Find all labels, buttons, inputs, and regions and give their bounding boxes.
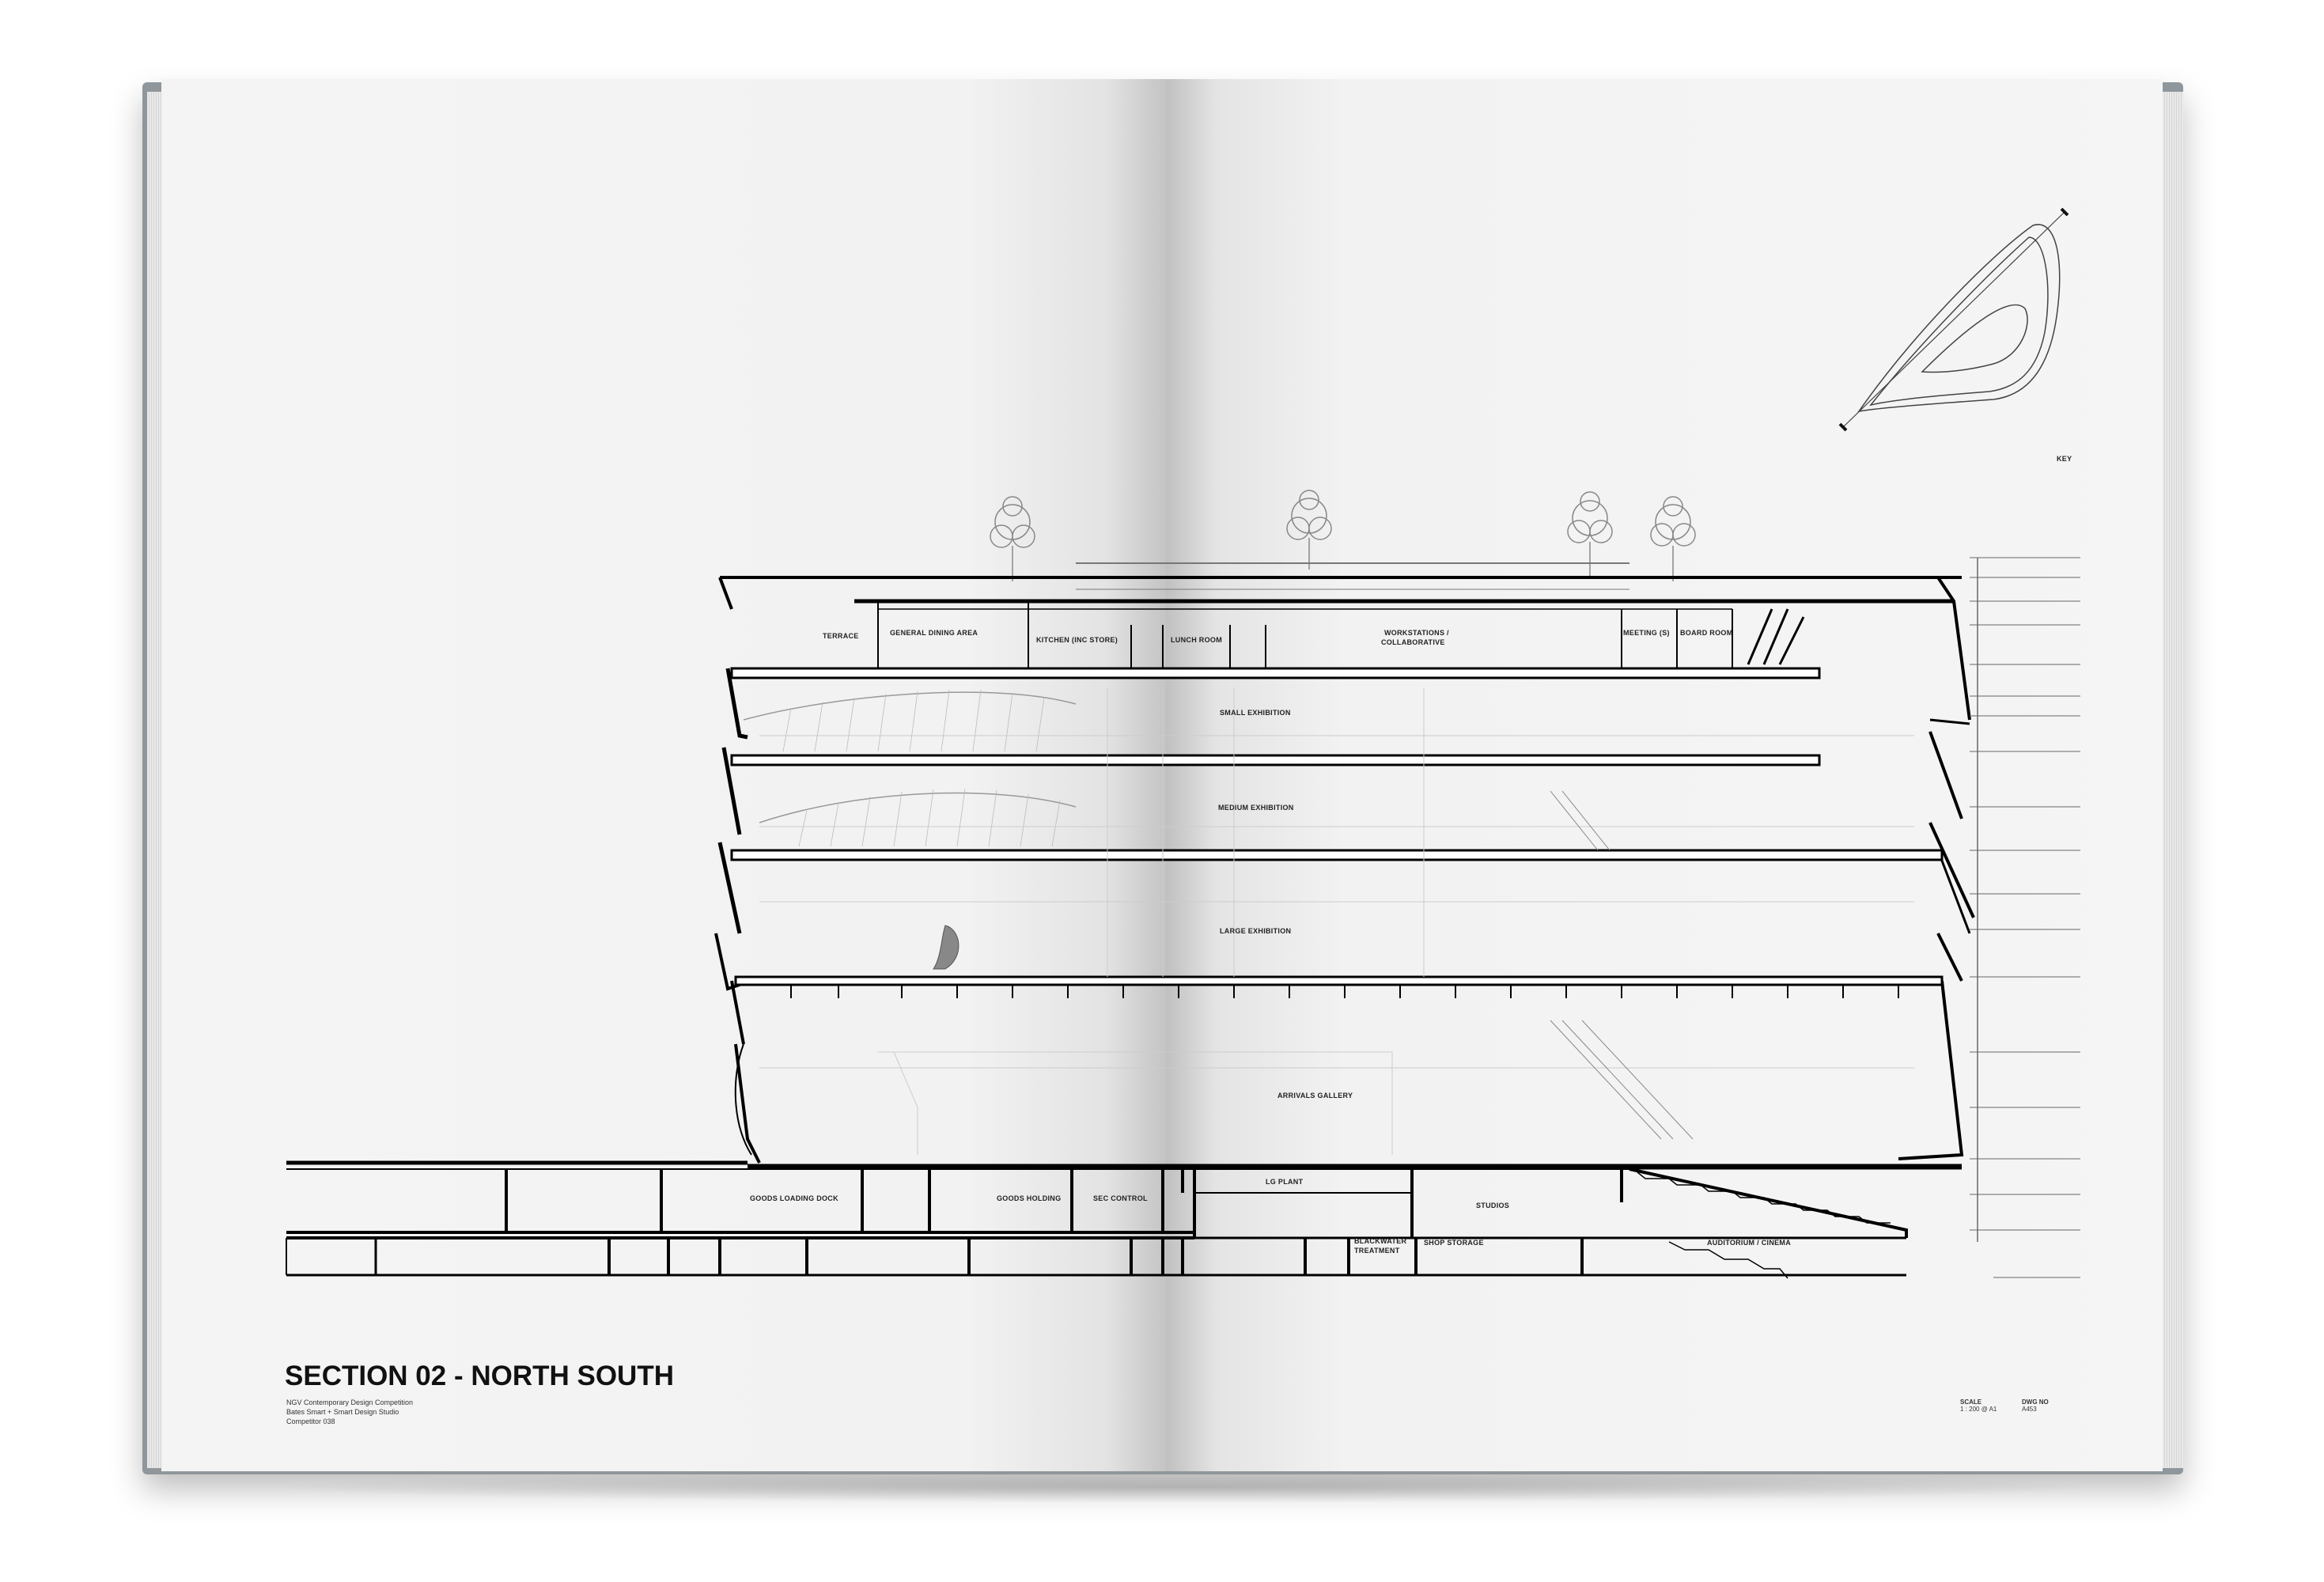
dwg-value: A453 [2022,1406,2037,1413]
book-shadow [261,1471,2104,1503]
tree-icon [1650,496,1696,581]
room-label-workstations: WORKSTATIONS / [1384,629,1449,637]
tree-icon [1286,490,1332,570]
room-label-medium-exhibition: MEDIUM EXHIBITION [1218,804,1294,812]
room-label-large-exhibition: LARGE EXHIBITION [1220,927,1291,935]
room-label-goods-holding: GOODS HOLDING [997,1194,1061,1202]
scale-value: 1 : 200 @ A1 [1960,1406,1997,1413]
title-block-scale: SCALE 1 : 200 @ A1 [1960,1398,1997,1413]
room-label-blackwater: BLACKWATER [1354,1237,1407,1245]
room-label-board-room: BOARD ROOM [1680,629,1733,637]
room-label-kitchen: KITCHEN (INC STORE) [1036,636,1118,644]
room-label-auditorium: AUDITORIUM / CINEMA [1707,1239,1791,1247]
key-plan-diagram [1838,207,2069,432]
room-label-goods-loading-dock: GOODS LOADING DOCK [750,1194,838,1202]
room-label-studios: STUDIOS [1476,1202,1509,1209]
subtitle-line: NGV Contemporary Design Competition [286,1398,414,1406]
drawing-title: SECTION 02 - NORTH SOUTH [285,1361,674,1391]
subtitle-line: Bates Smart + Smart Design Studio [286,1408,399,1416]
room-label-shop-storage: SHOP STORAGE [1424,1239,1484,1247]
room-label-small-exhibition: SMALL EXHIBITION [1220,709,1291,717]
roof-trees [990,490,1696,581]
tree-icon [990,496,1035,581]
room-label-terrace: TERRACE [823,632,859,640]
building-section [286,557,2080,1279]
room-label-treatment: TREATMENT [1354,1247,1400,1255]
subtitle-line: Competitor 038 [286,1417,335,1425]
room-label-lg-plant: LG PLANT [1266,1178,1304,1186]
room-label-lunch-room: LUNCH ROOM [1171,636,1222,644]
title-block-dwg: DWG NO A453 [2022,1398,2049,1413]
room-label-collaborative: COLLABORATIVE [1381,638,1445,646]
room-label-general-dining: GENERAL DINING AREA [890,629,978,637]
room-label-sec-control: SEC CONTROL [1093,1194,1148,1202]
room-labels: TERRACE GENERAL DINING AREA KITCHEN (INC… [750,629,1791,1255]
room-label-arrivals-gallery: ARRIVALS GALLERY [1277,1092,1353,1099]
key-label: KEY [2057,455,2072,463]
room-label-meeting: MEETING (S) [1623,629,1670,637]
dwg-label: DWG NO [2022,1398,2049,1406]
tree-icon [1567,491,1613,577]
scale-label: SCALE [1960,1398,1982,1406]
